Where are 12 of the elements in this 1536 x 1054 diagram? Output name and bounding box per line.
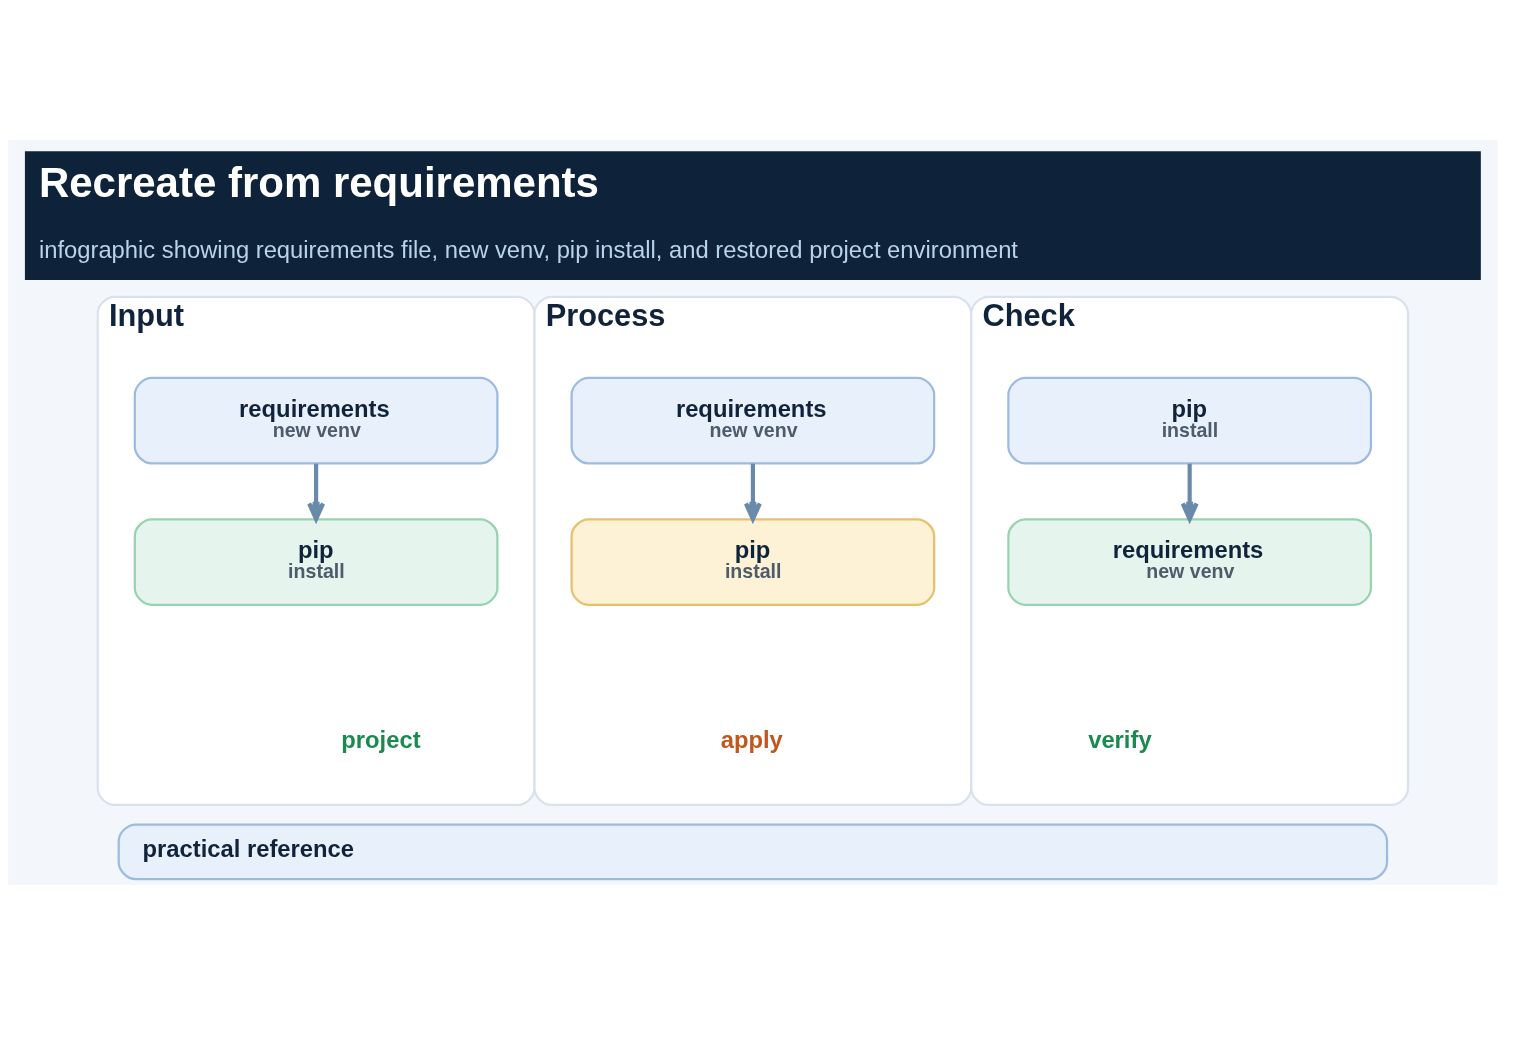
node-box: pip install (570, 517, 936, 606)
diagram-title: Recreate from requirements (38, 158, 599, 206)
node-box: pip install (133, 517, 499, 606)
node-box: practical reference (117, 822, 1389, 880)
node-box: requirements new venv (1007, 517, 1373, 606)
arrow (1180, 463, 1199, 521)
caption: infographic showing requirements file, new venv, pip install, and restored project environment (38, 235, 1018, 263)
arrow (743, 463, 762, 521)
node-box: pip install (1007, 376, 1373, 464)
node-box: requirements new venv (570, 376, 936, 464)
node-box: requirements new venv (133, 376, 499, 464)
arrow (307, 463, 326, 521)
